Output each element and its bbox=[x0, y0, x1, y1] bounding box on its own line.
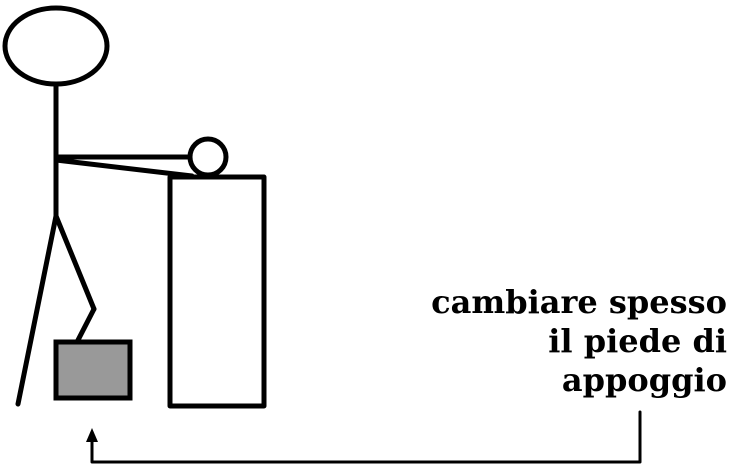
figure-head bbox=[2, 5, 110, 87]
arrowhead-icon bbox=[86, 428, 98, 442]
figure-standing-leg bbox=[15, 213, 59, 407]
figure-raised-shin bbox=[73, 306, 97, 347]
caption-line-1: cambiare spesso bbox=[431, 283, 727, 321]
diagram-caption: cambiare spesso il piede di appoggio bbox=[367, 283, 727, 400]
caption-line-3: appoggio bbox=[561, 361, 727, 399]
figure-hand bbox=[187, 136, 229, 178]
footrest-block bbox=[53, 339, 133, 401]
figure-forearm bbox=[53, 157, 195, 179]
connector-line bbox=[90, 410, 642, 464]
support-column bbox=[167, 174, 267, 409]
figure-raised-thigh bbox=[53, 213, 97, 312]
caption-line-2: il piede di bbox=[548, 322, 727, 360]
